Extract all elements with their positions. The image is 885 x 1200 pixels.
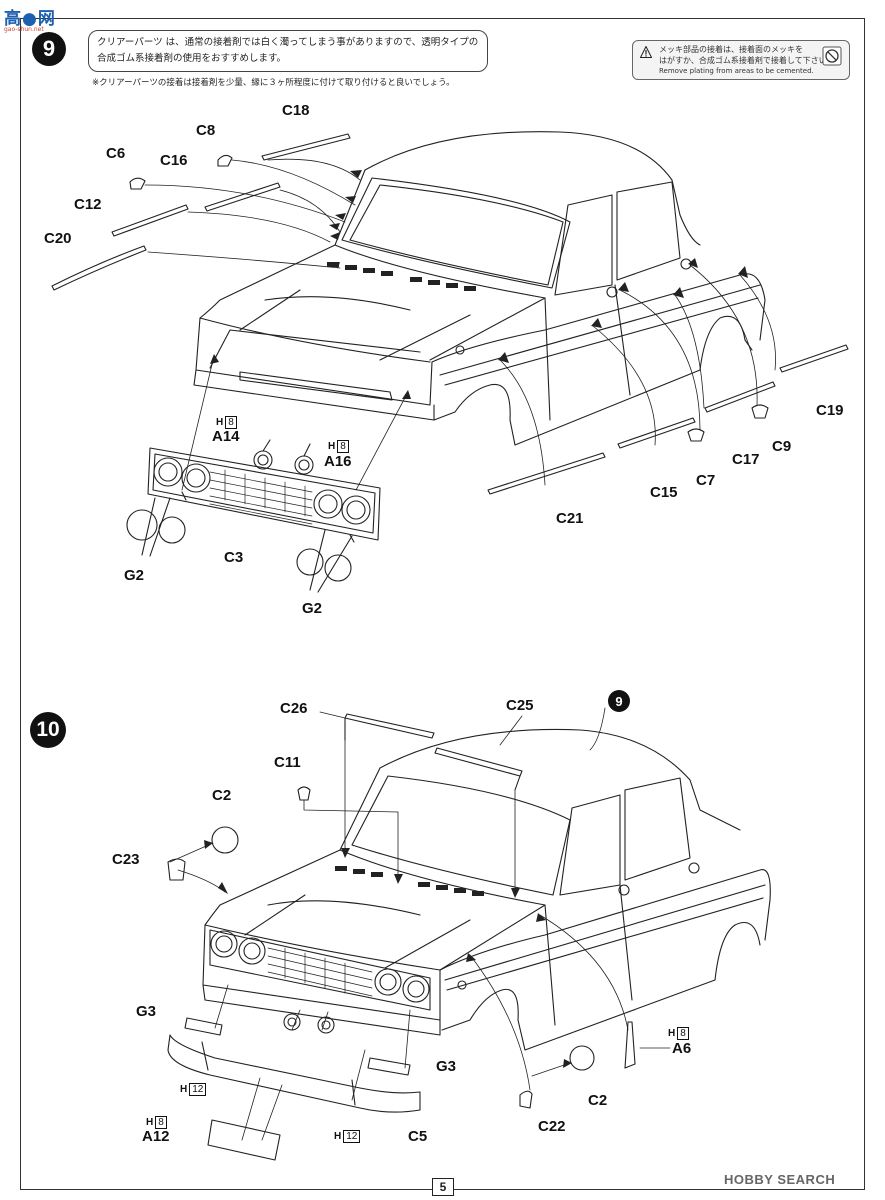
part-label-g3-left: G3 [136, 1003, 157, 1020]
part-label-c2-left: C2 [212, 787, 232, 804]
note-line-2: 合成ゴム系接着剤の使用をおすすめします。 [97, 53, 287, 64]
part-label-c7: C7 [696, 472, 716, 489]
part-label-c11: C11 [274, 754, 301, 771]
part-label-a6: A6 [672, 1040, 692, 1057]
hobby-search-logo: HOBBY SEARCH [724, 1172, 836, 1187]
step10-car-body [202, 728, 771, 1051]
step9-car-body [193, 131, 766, 446]
part-label-c17: C17 [732, 451, 760, 468]
part-label-c21: C21 [556, 510, 584, 527]
step-9-reference: 9 [608, 690, 630, 712]
part-label-c22: C22 [538, 1118, 566, 1135]
part-label-g2-right: G2 [302, 600, 323, 617]
watermark-url: gao-shun.net [4, 26, 44, 33]
part-label-c3: C3 [224, 549, 244, 566]
no-glue-icon [822, 46, 842, 66]
part-label-c9: C9 [772, 438, 792, 455]
warning-triangle-icon [640, 46, 652, 58]
part-label-a16: A16 [324, 453, 352, 470]
clear-parts-subnote: ※クリアーパーツの接着は接着剤を少量、縁に３ヶ所程度に付けて取り付けると良いでし… [92, 78, 455, 88]
warning-line-2: はがすか、合成ゴム系接着剤で接着して下さい。 [659, 56, 835, 65]
part-label-g2-left: G2 [124, 567, 145, 584]
part-label-c5: C5 [408, 1128, 428, 1145]
part-label-a14: A14 [212, 428, 240, 445]
part-label-c25: C25 [506, 697, 534, 714]
warning-line-3: Remove plating from areas to be cemented… [659, 67, 814, 75]
part-label-g3-right: G3 [436, 1058, 457, 1075]
part-label-c16: C16 [160, 152, 188, 169]
step-9-number: 9 [32, 32, 66, 66]
part-label-a12: A12 [142, 1128, 170, 1145]
part-label-c8: C8 [196, 122, 216, 139]
clear-parts-note: クリアーパーツ は、通常の接着剤では白く濁ってしまう事がありますので、透明タイプ… [88, 30, 488, 72]
step-10-number: 10 [30, 712, 66, 748]
plating-warning: メッキ部品の接着は、接着面のメッキを はがすか、合成ゴム系接着剤で接着して下さい… [632, 40, 850, 80]
page-number: 5 [432, 1178, 454, 1196]
part-label-c2-right: C2 [588, 1092, 608, 1109]
part-label-c12: C12 [74, 196, 102, 213]
part-label-c19: C19 [816, 402, 844, 419]
part-label-c20: C20 [44, 230, 72, 247]
step9-grille [147, 447, 381, 543]
part-label-c15: C15 [650, 484, 678, 501]
part-label-c26: C26 [280, 700, 308, 717]
part-label-c23: C23 [112, 851, 140, 868]
warning-line-1: メッキ部品の接着は、接着面のメッキを [659, 45, 803, 54]
part-label-c18: C18 [282, 102, 310, 119]
part-label-c6: C6 [106, 145, 126, 162]
note-line-1: クリアーパーツ は、通常の接着剤では白く濁ってしまう事がありますので、透明タイプ… [97, 37, 479, 48]
watermark-logo: 高●网 [4, 9, 56, 29]
